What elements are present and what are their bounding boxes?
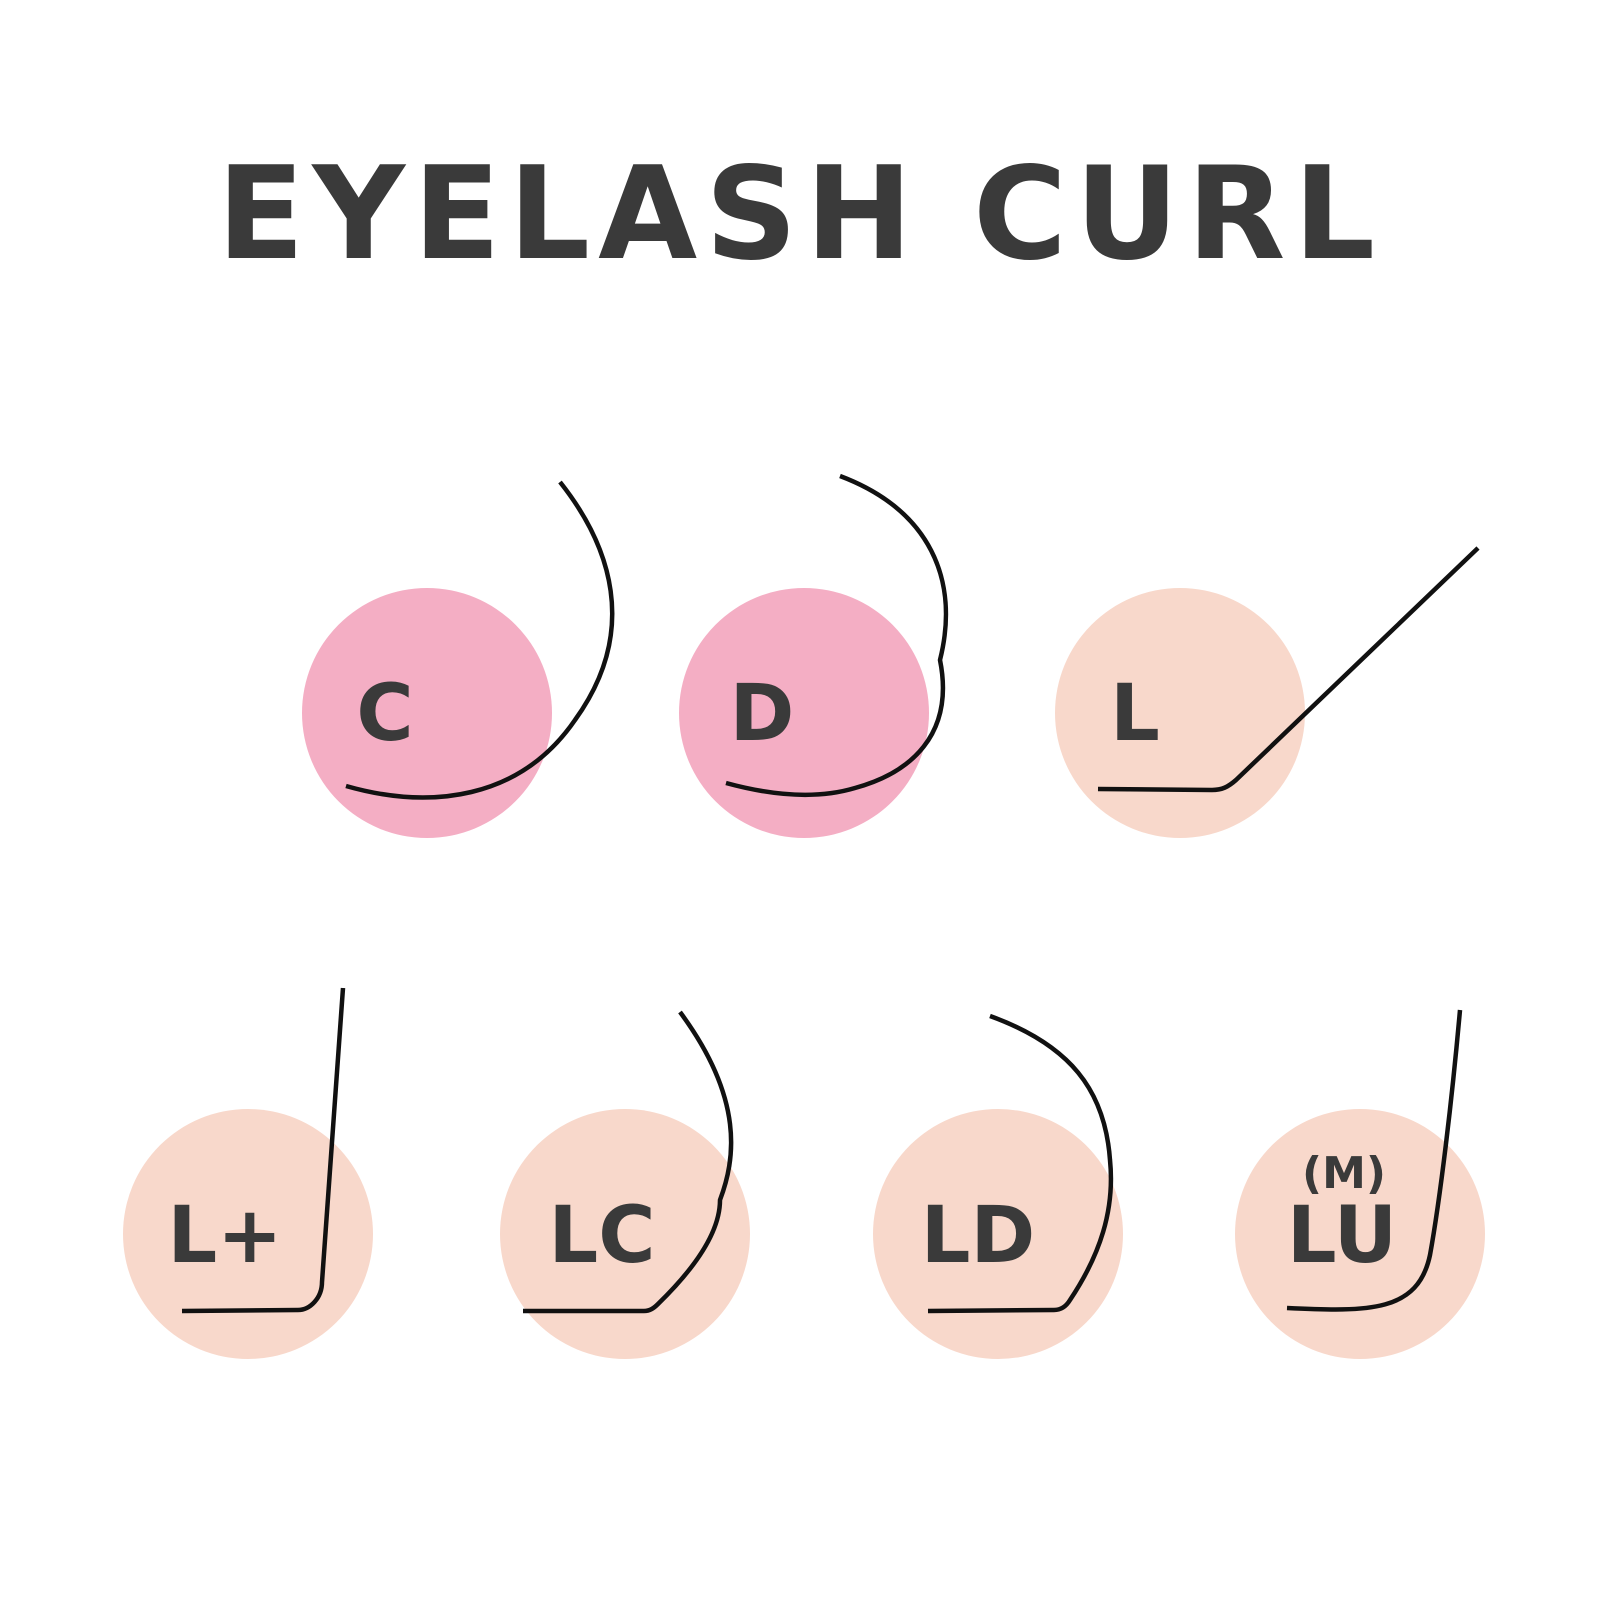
curl-d-label: D bbox=[730, 669, 795, 759]
curl-lu-lash bbox=[1286, 1009, 1463, 1312]
curl-l-plus: L+ bbox=[123, 987, 373, 1359]
curl-ld-label: LD bbox=[921, 1191, 1035, 1281]
curl-lu-superscript: (M) bbox=[1302, 1148, 1386, 1199]
curl-l-plus-lash bbox=[181, 987, 346, 1314]
curl-ld-circle bbox=[873, 1109, 1123, 1359]
curl-lu: (M) LU bbox=[1235, 1009, 1485, 1359]
curl-lc-circle bbox=[500, 1109, 750, 1359]
curl-c-label: C bbox=[356, 669, 413, 759]
curl-l-plus-circle bbox=[123, 1109, 373, 1359]
page-title: EYELASH CURL bbox=[216, 140, 1384, 289]
curl-c: C bbox=[302, 480, 615, 838]
curl-l-circle bbox=[1055, 588, 1305, 838]
curl-c-lash bbox=[345, 480, 615, 800]
curl-lc: LC bbox=[500, 1010, 750, 1359]
curl-ld-lash bbox=[927, 1013, 1114, 1314]
curl-lu-label: LU bbox=[1287, 1191, 1397, 1281]
curl-l-label: L bbox=[1110, 669, 1160, 759]
curl-d: D bbox=[679, 473, 949, 838]
curl-lu-circle bbox=[1235, 1109, 1485, 1359]
curl-d-lash bbox=[725, 473, 949, 798]
curl-l-lash bbox=[1097, 546, 1480, 793]
curl-d-circle bbox=[679, 588, 929, 838]
curl-l-plus-label: L+ bbox=[167, 1191, 282, 1281]
curl-ld: LD bbox=[873, 1013, 1123, 1359]
curl-c-circle bbox=[302, 588, 552, 838]
curl-lc-lash bbox=[523, 1010, 734, 1314]
curl-l: L bbox=[1055, 546, 1480, 838]
curl-lc-label: LC bbox=[549, 1191, 656, 1281]
